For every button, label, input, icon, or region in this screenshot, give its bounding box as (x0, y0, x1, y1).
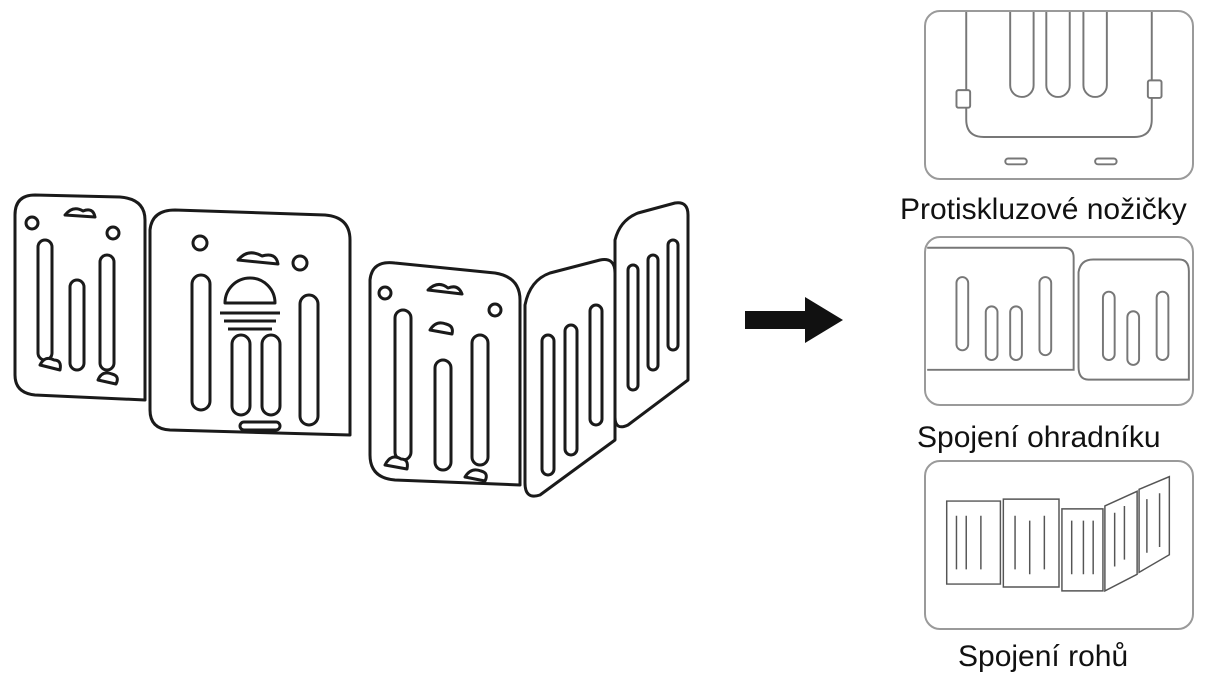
playpen-illustration (13, 193, 690, 498)
panel-connection-icon (927, 246, 1190, 381)
panel-4 (523, 258, 617, 498)
panel-5 (613, 201, 690, 429)
panel-2 (148, 208, 352, 437)
detail-anti-slip-feet (924, 10, 1194, 180)
detail-corner-connection (924, 460, 1194, 630)
detail-caption-3: Spojení rohů (958, 640, 1129, 673)
detail-panel-connection (924, 236, 1194, 406)
anti-slip-feet-icon (955, 12, 1163, 166)
panel-1 (13, 193, 147, 402)
arrow-right-icon (745, 297, 843, 343)
corner-connection-icon (945, 475, 1171, 593)
detail-caption-2: Spojení ohradníku (917, 421, 1161, 454)
detail-caption-1: Protiskluzové nožičky (900, 193, 1187, 226)
panel-3 (368, 261, 522, 487)
